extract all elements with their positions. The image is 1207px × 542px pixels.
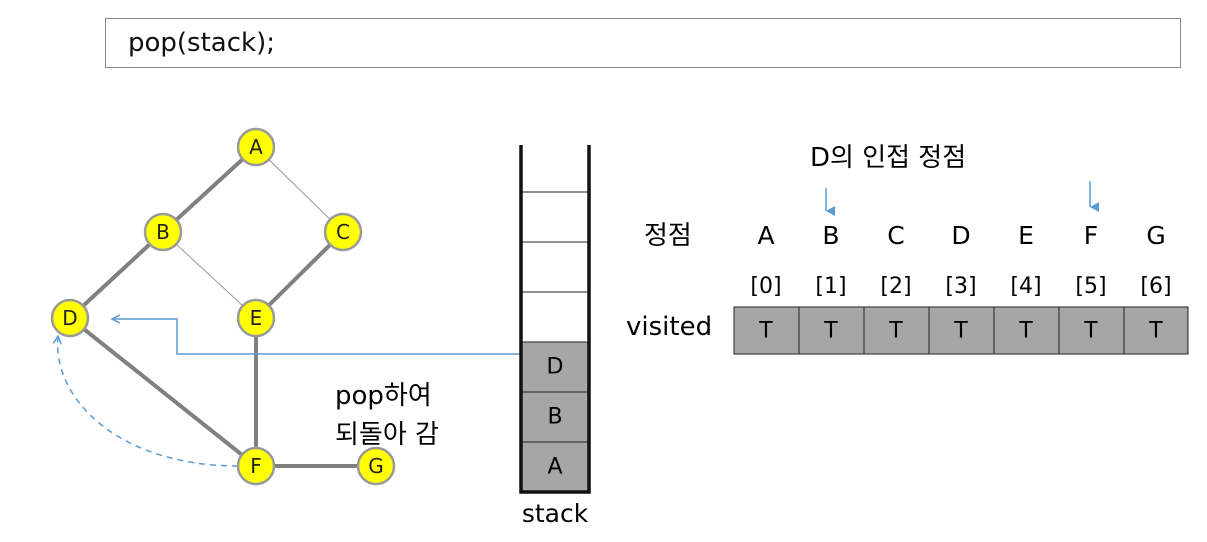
vertex-c: C (887, 221, 904, 250)
node-d: D (50, 298, 90, 338)
index-0: [0] (750, 274, 781, 299)
stack-to-d-arrow (112, 319, 521, 355)
stack-walls (519, 145, 591, 494)
visited-label: visited (626, 312, 712, 342)
visited-cell-5 (1058, 306, 1125, 355)
stack-cell-1-label: B (547, 405, 562, 430)
vertex-row-label: 정점 (644, 221, 692, 251)
stack-cell-1: B (520, 391, 590, 443)
vertex-e: E (1018, 221, 1034, 250)
pop-note-line1: pop하여 (335, 381, 432, 411)
visited-cell-0 (733, 306, 800, 355)
index-5: [5] (1075, 274, 1106, 299)
node-c-label: C (336, 220, 350, 244)
visited-value-1: T (823, 319, 838, 344)
edge-c-e (254, 230, 345, 320)
index-4: [4] (1010, 274, 1041, 299)
visited-cell-2 (863, 306, 930, 355)
edge-d-f (68, 316, 258, 468)
vertex-g: G (1146, 221, 1165, 250)
visited-cell-4 (993, 306, 1060, 355)
node-a-label: A (249, 135, 263, 159)
index-2: [2] (880, 274, 911, 299)
edge-a-b (161, 145, 258, 234)
node-g-label: G (368, 454, 384, 478)
visited-value-2: T (888, 319, 903, 344)
visited-cell-1 (798, 306, 865, 355)
stack-cell-0: A (520, 441, 590, 493)
visited-value-5: T (1083, 319, 1098, 344)
vertex-f: F (1084, 221, 1098, 250)
stack-cell-2: D (520, 341, 590, 393)
visited-value-6: T (1148, 319, 1163, 344)
node-g: G (356, 446, 396, 486)
stack-cell-4 (520, 241, 590, 293)
edge-b-d (68, 230, 165, 320)
visited-value-4: T (1018, 319, 1033, 344)
vertex-b: B (822, 221, 839, 250)
node-a: A (236, 127, 276, 167)
node-d-label: D (62, 306, 77, 330)
adjacent-title: D의 인접 정점 (810, 143, 966, 173)
node-e-label: E (250, 306, 263, 330)
index-1: [1] (815, 274, 846, 299)
visited-cell-3 (928, 306, 995, 355)
node-f: F (236, 446, 276, 486)
stack-cell-5 (520, 191, 590, 243)
backtrack-arrow (58, 336, 239, 467)
node-f-label: F (250, 454, 262, 478)
stack-label: stack (522, 499, 589, 528)
stack-cell-0-label: A (547, 455, 562, 480)
vertex-d: D (951, 221, 970, 250)
node-c: C (323, 212, 363, 252)
visited-array: T T T T T T T (733, 306, 1189, 355)
visited-value-0: T (758, 319, 773, 344)
node-e: E (236, 298, 276, 338)
pop-note-line2: 되돌아 감 (335, 420, 439, 450)
edge-b-e (162, 231, 257, 319)
edge-a-c (255, 146, 344, 233)
code-box: pop(stack); (105, 18, 1181, 68)
code-text: pop(stack); (128, 28, 275, 58)
visited-cell-6 (1123, 306, 1189, 355)
stack-cell-2-label: D (547, 355, 564, 380)
node-b-label: B (156, 220, 170, 244)
graph-edges (68, 145, 378, 468)
node-b: B (143, 212, 183, 252)
stack: A B D stack (519, 145, 591, 528)
index-3: [3] (945, 274, 976, 299)
index-6: [6] (1140, 274, 1171, 299)
stack-cell-3 (520, 291, 590, 343)
visited-value-3: T (953, 319, 968, 344)
vertex-a: A (757, 221, 774, 250)
